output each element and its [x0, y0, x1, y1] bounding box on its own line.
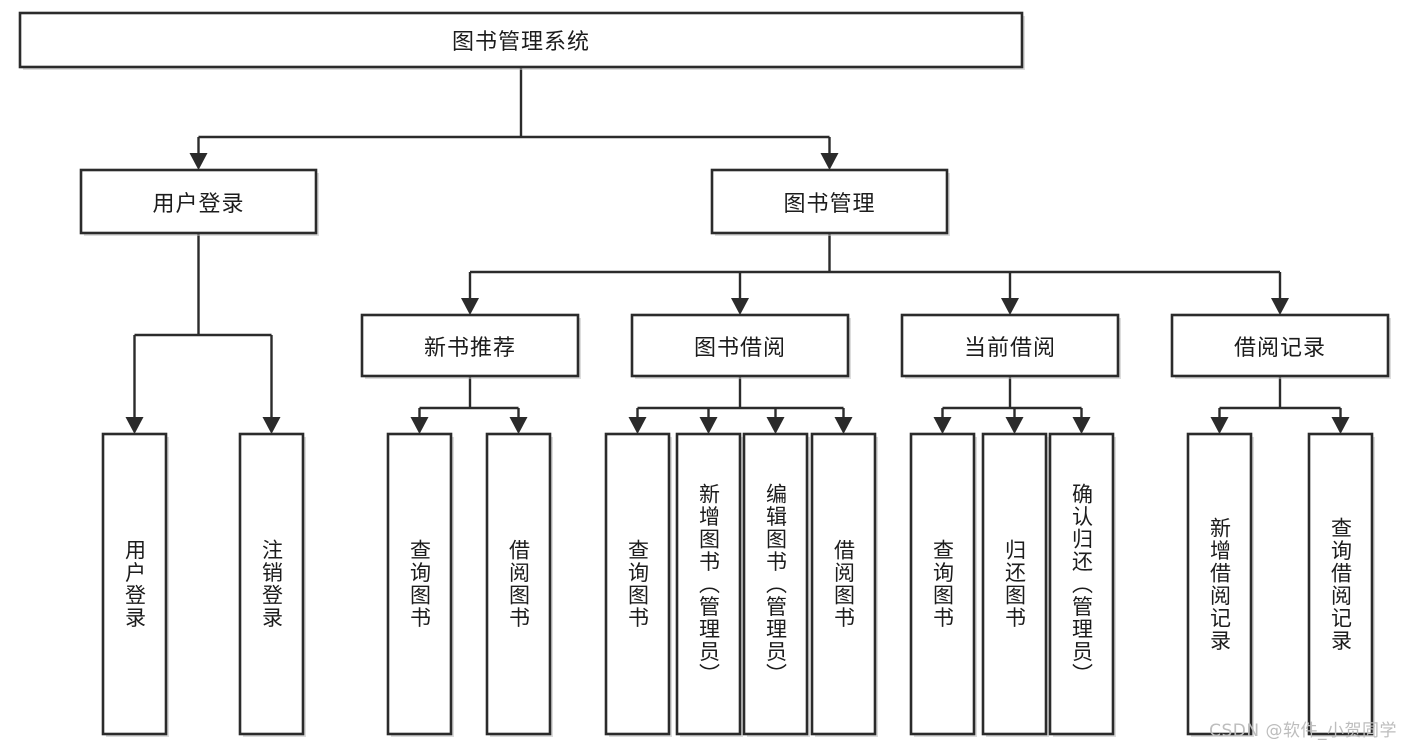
- arrow-head-down-icon: [933, 417, 952, 434]
- node-box-borrow-record[interactable]: [1170, 313, 1390, 378]
- node-box-leaf-return-book[interactable]: [981, 432, 1048, 736]
- node-box-current-borrow[interactable]: [900, 313, 1120, 378]
- arrow-head-down-icon: [834, 417, 853, 434]
- arrow-head-down-icon: [189, 153, 208, 170]
- node-box-new-book-recommend[interactable]: [360, 313, 580, 378]
- arrow-head-down-icon: [766, 417, 785, 434]
- arrow-head-down-icon: [1331, 417, 1350, 434]
- node-box-leaf-logout[interactable]: [238, 432, 305, 736]
- node-box-leaf-borrow-book-2[interactable]: [810, 432, 877, 736]
- arrow-head-down-icon: [820, 153, 839, 170]
- arrow-head-down-icon: [410, 417, 429, 434]
- arrow-head-down-icon: [125, 417, 144, 434]
- node-box-leaf-add-book[interactable]: [675, 432, 742, 736]
- node-box-leaf-query-book-3[interactable]: [909, 432, 976, 736]
- node-box-book-borrow[interactable]: [630, 313, 850, 378]
- node-box-leaf-confirm-return[interactable]: [1048, 432, 1115, 736]
- node-box-leaf-add-record[interactable]: [1186, 432, 1253, 736]
- boxes-layer: [18, 11, 1391, 737]
- arrow-head-down-icon: [1072, 417, 1091, 434]
- node-box-leaf-user-login[interactable]: [101, 432, 168, 736]
- arrow-head-down-icon: [262, 417, 281, 434]
- node-box-root[interactable]: [18, 11, 1024, 69]
- arrow-head-down-icon: [628, 417, 647, 434]
- node-box-user-login[interactable]: [79, 168, 318, 235]
- connectors-layer: [125, 67, 1350, 434]
- arrow-head-down-icon: [1005, 417, 1024, 434]
- node-box-leaf-query-book-2[interactable]: [604, 432, 671, 736]
- node-box-book-manage[interactable]: [710, 168, 949, 235]
- arrow-head-down-icon: [731, 298, 749, 315]
- arrow-head-down-icon: [509, 417, 528, 434]
- node-box-leaf-edit-book[interactable]: [742, 432, 809, 736]
- arrow-head-down-icon: [1271, 298, 1289, 315]
- arrow-head-down-icon: [1210, 417, 1229, 434]
- arrow-head-down-icon: [461, 298, 479, 315]
- node-box-leaf-query-book-1[interactable]: [386, 432, 453, 736]
- node-box-leaf-borrow-book-1[interactable]: [485, 432, 552, 736]
- arrow-head-down-icon: [699, 417, 718, 434]
- arrow-head-down-icon: [1001, 298, 1019, 315]
- node-box-leaf-query-record[interactable]: [1307, 432, 1374, 736]
